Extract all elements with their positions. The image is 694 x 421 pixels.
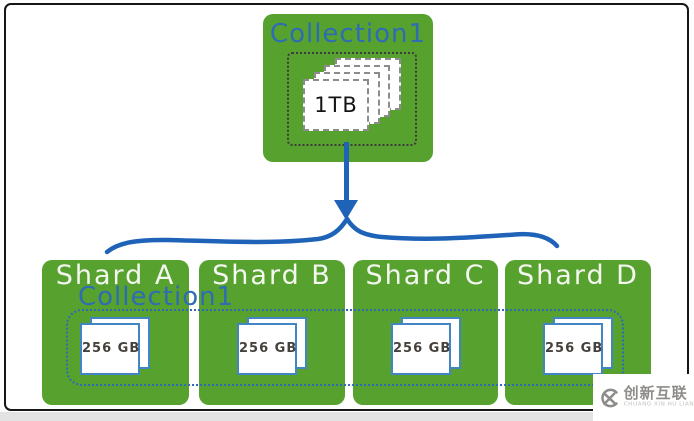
shard-c-doc-group: 256 GB — [391, 317, 463, 377]
shard-c-label: Shard C — [365, 260, 486, 291]
shard-c-size-label: 256 GB — [393, 341, 452, 356]
collection-title: Collection1 — [269, 19, 427, 49]
shard-d-label: Shard D — [517, 260, 639, 291]
cx-logo-icon — [601, 388, 618, 407]
watermark-brand: 创新互联 — [623, 384, 688, 403]
watermark: 创新互联 CHUANG XIN HU LIAN — [593, 374, 694, 421]
cluster-collection-boundary — [66, 309, 624, 386]
shard-b-size-label: 256 GB — [239, 341, 298, 356]
document-page-icon — [237, 323, 297, 375]
collection-doc-group: 1TB — [287, 52, 417, 146]
shard-d-size-label: 256 GB — [545, 341, 604, 356]
document-page-icon — [80, 323, 140, 375]
watermark-text: 创新互联 CHUANG XIN HU LIAN — [624, 386, 694, 408]
shard-b-label: Shard B — [212, 260, 332, 291]
shard-d-doc-group: 256 GB — [543, 317, 615, 377]
document-page-icon — [543, 323, 603, 375]
cluster-collection-title: Collection1 — [78, 282, 235, 312]
shard-a-box: Shard A 256 GB — [42, 260, 189, 405]
shard-a-size-label: 256 GB — [82, 341, 141, 356]
split-arrow-head-icon — [334, 200, 358, 220]
shard-a-label: Shard A — [55, 260, 176, 291]
shard-c-box: Shard C 256 GB — [353, 260, 498, 405]
watermark-caption: CHUANG XIN HU LIAN — [623, 401, 694, 408]
document-page-icon — [391, 323, 451, 375]
collection-size-label: 1TB — [314, 93, 358, 117]
shard-b-doc-group: 256 GB — [237, 317, 309, 377]
collection-box: Collection1 1TB — [263, 14, 433, 162]
shard-a-doc-group: 256 GB — [80, 317, 152, 377]
shard-b-box: Shard B 256 GB — [199, 260, 345, 405]
split-arrow-line — [344, 142, 349, 202]
bottom-shadow-strip — [0, 412, 694, 421]
document-page-icon: 1TB — [303, 79, 369, 131]
